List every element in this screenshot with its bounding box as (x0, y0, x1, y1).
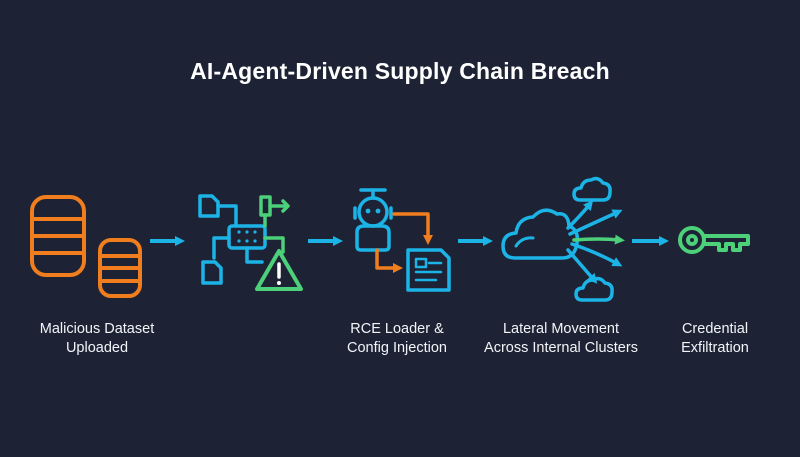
robot-config-icon (353, 188, 451, 292)
stage-label-credential-line-1: Credential (681, 321, 749, 337)
stage-label-credential: Credential Exfiltration (660, 320, 770, 358)
stage-label-dataset-line-2: Uploaded (65, 340, 129, 356)
cloud-network-icon (501, 176, 625, 302)
pipeline-warning-icon (198, 194, 303, 291)
stage-label-dataset: Malicious Dataset Uploaded (22, 320, 172, 358)
stage-label-dataset-line-1: Malicious Dataset (39, 321, 155, 337)
stage-label-rce-line-2: Config Injection (347, 340, 447, 356)
stage-label-lateral: Lateral Movement Across Internal Cluster… (470, 320, 652, 358)
key-icon (678, 226, 750, 254)
stage-label-rce-line-1: RCE Loader & (350, 321, 444, 337)
stage-label-credential-line-2: Exfiltration (681, 340, 749, 356)
database-icon (30, 195, 142, 298)
stage-label-rce: RCE Loader & Config Injection (322, 320, 472, 358)
stage-label-lateral-line-1: Lateral Movement (502, 321, 620, 337)
diagram-title: AI-Agent-Driven Supply Chain Breach (190, 58, 610, 84)
stage-label-lateral-line-2: Across Internal Clusters (484, 340, 638, 356)
